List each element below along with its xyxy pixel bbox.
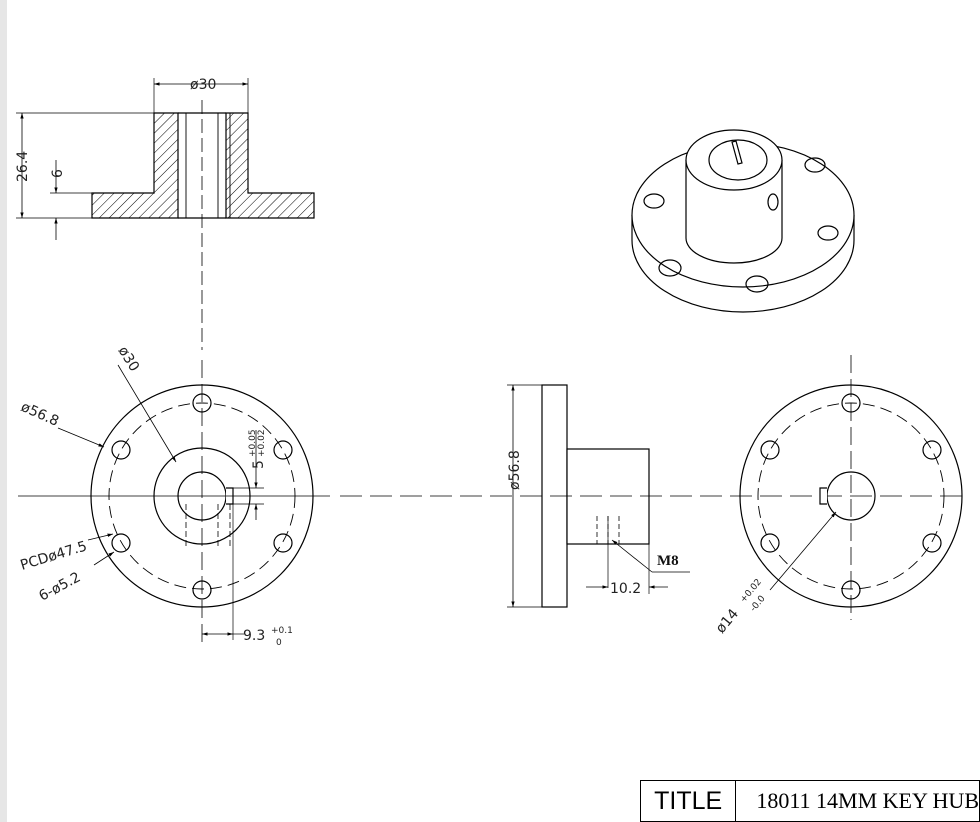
iso-set-screw — [767, 193, 779, 211]
side-thread-dim: M8 — [657, 553, 679, 569]
front-holes-dim: 6-ø5.2 — [36, 569, 83, 604]
front-key-depth-dim: 9.3 — [243, 628, 265, 644]
front-outer-dim: ø56.8 — [18, 399, 61, 430]
section-bore-dim: ø30 — [190, 77, 216, 93]
rear-keyway — [819, 487, 827, 505]
section-flange-dim: 6 — [50, 169, 66, 178]
title-value: 18011 14MM KEY HUB — [756, 788, 979, 813]
front-key-depth-tol-lower: 0 — [276, 638, 282, 648]
front-key-depth-tol-upper: +0.1 — [271, 626, 293, 636]
side-outer-dim: ø56.8 — [507, 450, 523, 490]
isometric-view — [631, 129, 855, 313]
section-view — [16, 78, 315, 350]
front-key-width-tol-upper: +0.05 — [248, 429, 258, 457]
section-left — [91, 112, 179, 219]
iso-keyway — [731, 140, 743, 165]
section-right — [225, 112, 315, 219]
side-thread-pos-dim: 10.2 — [610, 581, 641, 597]
iso-mounting-holes — [643, 157, 839, 293]
front-hub-dim: ø30 — [115, 344, 143, 375]
sheet-margin — [0, 0, 7, 822]
side-view — [340, 384, 968, 608]
title-label: TITLE — [641, 781, 737, 821]
rear-view — [739, 355, 963, 620]
section-height-dim: 26.4 — [15, 151, 31, 182]
rear-bore-dim: ø14 — [713, 606, 742, 637]
front-key-width-tol-lower: +0.02 — [257, 429, 267, 457]
front-view — [18, 360, 330, 645]
title-block: TITLE 18011 14MM KEY HUB — [640, 780, 980, 822]
front-key-width-dim: 5 — [251, 460, 267, 469]
front-pcd-dim: PCDø47.5 — [18, 538, 88, 573]
